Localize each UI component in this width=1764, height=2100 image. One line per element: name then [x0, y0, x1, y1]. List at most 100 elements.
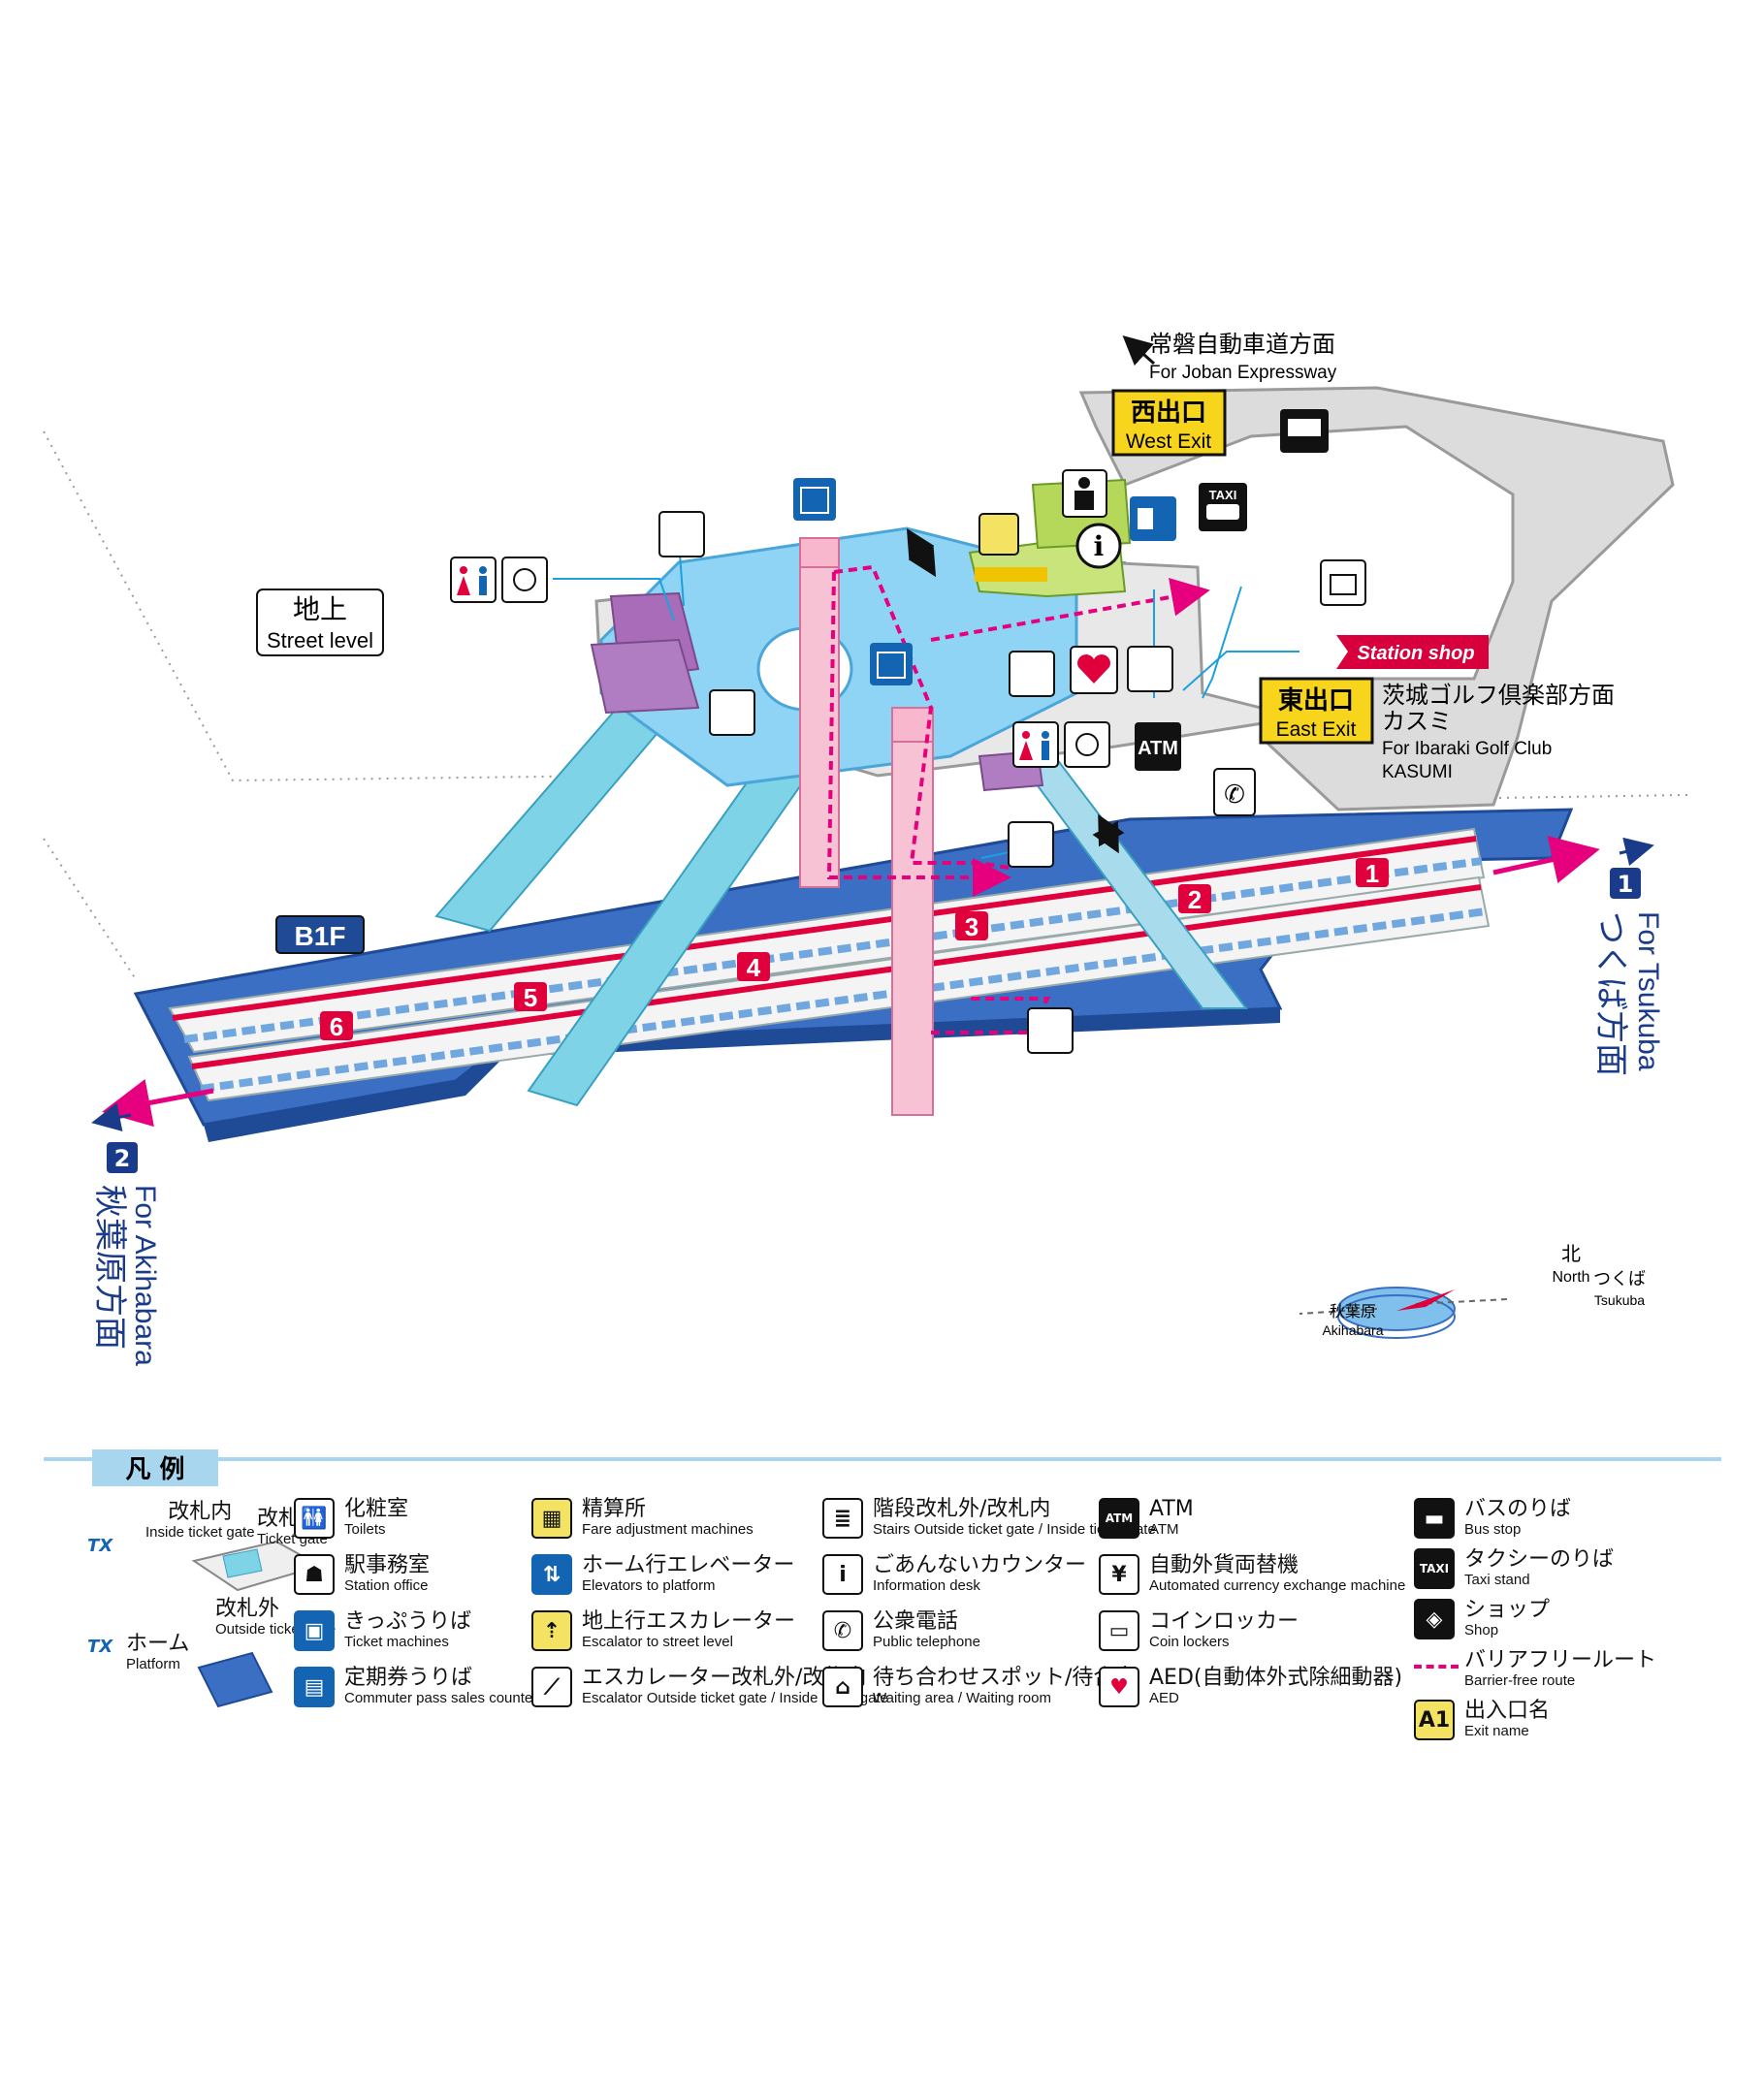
legend-item-en: Toilets	[344, 1521, 386, 1538]
joban-arrow	[1122, 335, 1155, 366]
station-shop-label: Station shop	[1357, 643, 1474, 664]
waiting-area-icon-2	[1009, 651, 1055, 697]
compass: 北 North つくば Tsukuba 秋葉原 Akihabara	[1299, 1242, 1646, 1339]
car-2-marker	[1178, 884, 1211, 913]
information-icon	[1075, 523, 1122, 569]
akihabara-en: For Akihabara	[129, 1185, 161, 1366]
east-exit-jp: 東出口	[1278, 686, 1354, 716]
legend-item: ♥AED(自動体外式除細動器)AED	[1099, 1667, 1402, 1707]
waiting-area-icon-3	[1127, 646, 1173, 692]
car-2-label: 2	[1188, 885, 1202, 914]
street-level-badge	[256, 589, 384, 656]
train-upper	[168, 827, 1486, 1054]
telephone-icon	[1213, 768, 1256, 816]
telephone-icon: ✆	[822, 1610, 863, 1651]
legend-item-jp: 駅事務室	[344, 1553, 431, 1577]
tsukuba-en: For Tsukuba	[1632, 911, 1664, 1071]
legend-item-jp: 階段改札外/改札内	[873, 1497, 1051, 1521]
map-icons: TAXI i ATM ✆	[450, 409, 1366, 1054]
compass-akihabara-jp: 秋葉原	[1330, 1302, 1376, 1320]
toilets-icon: 🚻	[294, 1498, 335, 1539]
barrier-free-route-icon	[1414, 1665, 1459, 1669]
legend-item-en: Elevators to platform	[582, 1577, 716, 1594]
legend-item-en: Waiting area / Waiting room	[873, 1690, 1051, 1706]
car-4-marker	[737, 952, 770, 981]
tsukuba-direction-arrow	[1492, 836, 1600, 884]
legend-item-jp: 出入口名	[1464, 1699, 1551, 1723]
taxi-label: TAXI	[1209, 488, 1237, 502]
legend-item-jp: タクシーのりば	[1464, 1547, 1615, 1572]
escalator-icon: ⟋	[531, 1667, 572, 1707]
car-1-label: 1	[1365, 859, 1379, 888]
akihabara-jp: 秋葉原方面	[90, 1185, 129, 1350]
bus-icon: ▬	[1414, 1498, 1455, 1539]
aed-icon: ♥	[1099, 1667, 1139, 1707]
legend-item-en: Commuter pass sales counter	[344, 1690, 538, 1706]
atm-icon	[1135, 722, 1181, 771]
legend-item-en: Barrier-free route	[1464, 1672, 1576, 1689]
ticket-machine-icon	[978, 513, 1019, 556]
waiting-area-icon-5	[1008, 821, 1054, 868]
atm-icon: ATM	[1099, 1498, 1139, 1539]
legend-item-en: Shop	[1464, 1622, 1499, 1639]
legend-item-jp: ホーム行エレベーター	[582, 1553, 795, 1577]
legend-item-jp: 公衆電話	[873, 1609, 959, 1634]
compass-north-jp: 北	[1561, 1242, 1581, 1265]
legend-item-en: AED	[1149, 1690, 1179, 1706]
accessible-toilet-icon	[501, 557, 548, 603]
waiting-area-icon-6	[1027, 1007, 1074, 1054]
compass-north-en: North	[1552, 1269, 1589, 1286]
stairs-icon: ≣	[822, 1498, 863, 1539]
tsukuba-number-badge	[1610, 868, 1641, 899]
legend-item-jp: ATM	[1149, 1497, 1194, 1521]
legend-gate-diagram: TX TX	[87, 1536, 323, 1708]
street-level-jp: 地上	[293, 593, 347, 625]
east-dest-jp2: カスミ	[1382, 708, 1452, 735]
legend-item-en: Automated currency exchange machine	[1149, 1577, 1406, 1594]
akihabara-direction-arrow	[102, 1078, 214, 1128]
west-exit-sign	[1111, 389, 1227, 457]
legend-item-jp: コインロッカー	[1149, 1609, 1299, 1634]
legend-item-en: Coin lockers	[1149, 1634, 1230, 1650]
car-6-label: 6	[330, 1012, 343, 1041]
waiting-area-icon-4	[709, 689, 755, 736]
elevator-icon: ⇅	[531, 1554, 572, 1595]
currency-exchange-icon: ¥	[1099, 1554, 1139, 1595]
commuter-pass-icon: ▤	[294, 1667, 335, 1707]
legend-title-tab	[92, 1449, 218, 1486]
concourse	[590, 526, 1300, 792]
west-exit-en: West Exit	[1126, 430, 1211, 453]
joban-jp: 常磐自動車道方面	[1149, 331, 1335, 358]
stairs-left	[434, 696, 826, 1107]
legend-item-en: Escalator to street level	[582, 1634, 733, 1650]
elevator-icon-1	[793, 478, 836, 521]
east-dest-en2: KASUMI	[1382, 762, 1453, 782]
toilets-icon	[450, 557, 497, 603]
elevator-shaft-1	[799, 537, 840, 888]
legend-item-en: Ticket machines	[344, 1634, 449, 1650]
joban-en: For Joban Expressway	[1149, 363, 1337, 383]
station-office-icon: ☗	[294, 1554, 335, 1595]
legend-item-en: Public telephone	[873, 1634, 980, 1650]
east-exit-en: East Exit	[1276, 718, 1357, 741]
legend-tx-logo-2: TX	[87, 1637, 113, 1657]
east-dest-en1: For Ibaraki Golf Club	[1382, 739, 1552, 759]
legend-item-en: ATM	[1149, 1521, 1179, 1538]
legend-item-jp: 化粧室	[344, 1497, 409, 1521]
escalator-up-icon: ⇡	[531, 1610, 572, 1651]
car-markers: 1 2 3 4 5 6	[320, 858, 1389, 1041]
akihabara-number: 2	[114, 1145, 131, 1172]
legend-item-en: Exit name	[1464, 1723, 1529, 1739]
